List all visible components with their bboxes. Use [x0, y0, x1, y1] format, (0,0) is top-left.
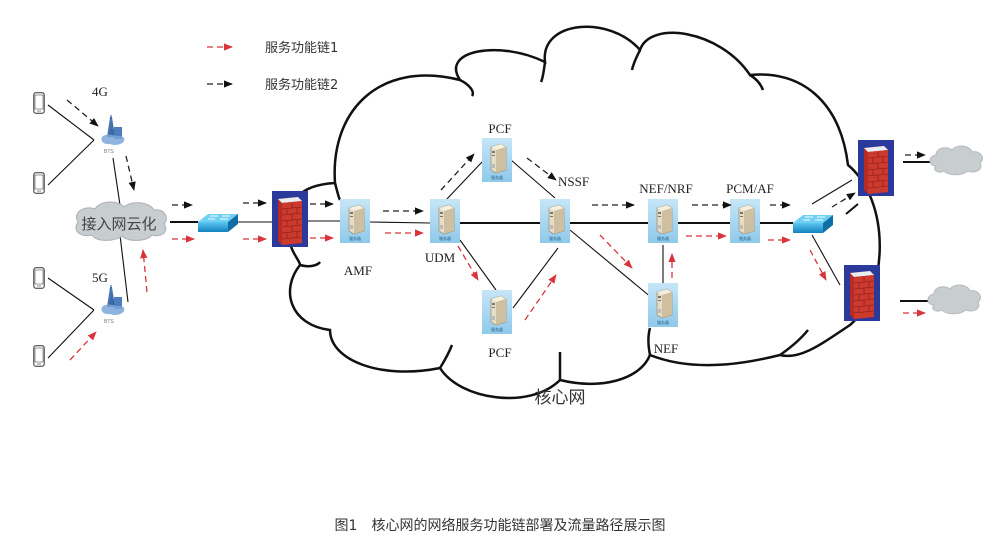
link-bts5g-cloud: [119, 234, 129, 303]
link-udm-pcfbottom: [459, 239, 497, 291]
egress: [793, 140, 983, 321]
link-bts4g-cloud: [112, 157, 121, 206]
link-phone3-bts5g: [47, 277, 95, 311]
phone-icon-3: [33, 267, 45, 289]
access-cloud-shape: [75, 201, 167, 241]
legend-item-chain1: 服务功能链1: [207, 40, 338, 56]
core-network-label: 核心网: [535, 388, 586, 408]
node-amf[interactable]: AMF: [340, 199, 372, 278]
legend-item-chain2: 服务功能链2: [207, 77, 338, 93]
chain1-arrow-nssf-nef: [599, 234, 633, 269]
label-pcf-bottom: PCF: [488, 345, 511, 360]
chain2-arrow-udm-pcftop: [440, 153, 475, 191]
core-flow-arrows: [310, 153, 856, 321]
link-phone1-bts4g: [47, 104, 95, 141]
server-icon-amf: [340, 199, 370, 243]
egress-firewall-bottom-icon: [844, 265, 880, 321]
chain1-arrow-switch-firewall: [809, 249, 827, 281]
label-5g: 5G: [92, 270, 108, 285]
external-cloud-bottom-icon: [927, 284, 981, 315]
chain1-arrow-udm-pcfbottom: [457, 245, 479, 281]
node-udm[interactable]: UDM: [425, 199, 460, 265]
link-pcfbottom-nssf: [512, 247, 559, 309]
legend-label-chain2: 服务功能链2: [265, 77, 338, 93]
egress-firewall-top-icon: [858, 140, 894, 196]
bts-4g-icon: [100, 115, 125, 155]
label-pcm-af: PCM/AF: [726, 181, 774, 196]
cloud-cusps: [299, 49, 809, 380]
label-nssf: NSSF: [558, 174, 589, 189]
server-icon-pcf-bottom: [482, 290, 512, 334]
label-udm: UDM: [425, 250, 456, 265]
label-pcf-top: PCF: [488, 121, 511, 136]
link-switch-firewall-top-stub: [845, 203, 859, 215]
legend: 服务功能链1 服务功能链2: [207, 40, 338, 93]
link-nssf-nef: [569, 229, 653, 299]
core-nodes: AMF UDM PCF NSSF PCF NEF/NRF NEF PCM/AF: [340, 121, 774, 360]
core-network-cloud-outline: [287, 25, 881, 400]
chain1-arrow-phone-bts: [69, 331, 97, 361]
external-cloud-top-icon: [929, 145, 983, 176]
server-icon-nssf: [540, 199, 570, 243]
node-nef[interactable]: NEF: [648, 283, 678, 356]
label-nef: NEF: [654, 341, 679, 356]
phone-icon-1: [33, 92, 45, 114]
access-switch-icon: [198, 213, 238, 233]
chain1-arrow-bts-cloud: [140, 249, 148, 293]
phone-icon-4: [33, 345, 45, 367]
chain2-arrow-pcftop-nssf: [526, 157, 557, 181]
link-amf-udm: [369, 221, 431, 224]
node-pcf-bottom[interactable]: PCF: [482, 290, 512, 360]
server-icon-pcf-top: [482, 138, 512, 182]
server-icon-pcm-af: [730, 199, 760, 243]
link-switch-firewall-bottom: [811, 234, 841, 286]
access-network: 4G 5G 接入网云化: [33, 84, 167, 367]
link-phone2-bts4g: [47, 139, 95, 186]
server-icon-nef: [648, 283, 678, 327]
chain2-arrow-bts-cloud: [125, 155, 136, 191]
server-icon-nef-nrf: [648, 199, 678, 243]
label-amf: AMF: [344, 263, 372, 278]
label-4g: 4G: [92, 84, 108, 99]
link-phone4-bts5g: [47, 309, 95, 359]
legend-label-chain1: 服务功能链1: [265, 40, 338, 56]
ingress-firewall-icon: [272, 191, 308, 247]
node-nssf[interactable]: NSSF: [540, 174, 589, 243]
chain1-arrow-pcfbottom-nssf: [524, 274, 557, 321]
phone-icon-2: [33, 172, 45, 194]
link-udm-pcftop: [445, 161, 483, 201]
label-nef-nrf: NEF/NRF: [639, 181, 692, 196]
link-switch-firewall-top: [811, 179, 853, 205]
figure-caption: 图1 核心网的网络服务功能链部署及流量路径展示图: [335, 518, 666, 534]
node-pcf-top[interactable]: PCF: [482, 121, 512, 182]
core-links: [308, 159, 793, 309]
chain2-arrow-switch-firewall: [831, 192, 856, 208]
bts-5g-icon: [100, 285, 125, 325]
access-cloud-label: 接入网云化: [81, 215, 156, 233]
link-pcftop-nssf: [510, 159, 556, 199]
server-icon-udm: [430, 199, 460, 243]
node-pcm-af[interactable]: PCM/AF: [726, 181, 774, 243]
node-nef-nrf[interactable]: NEF/NRF: [639, 181, 693, 243]
chain2-arrow-phone-bts: [66, 99, 99, 127]
